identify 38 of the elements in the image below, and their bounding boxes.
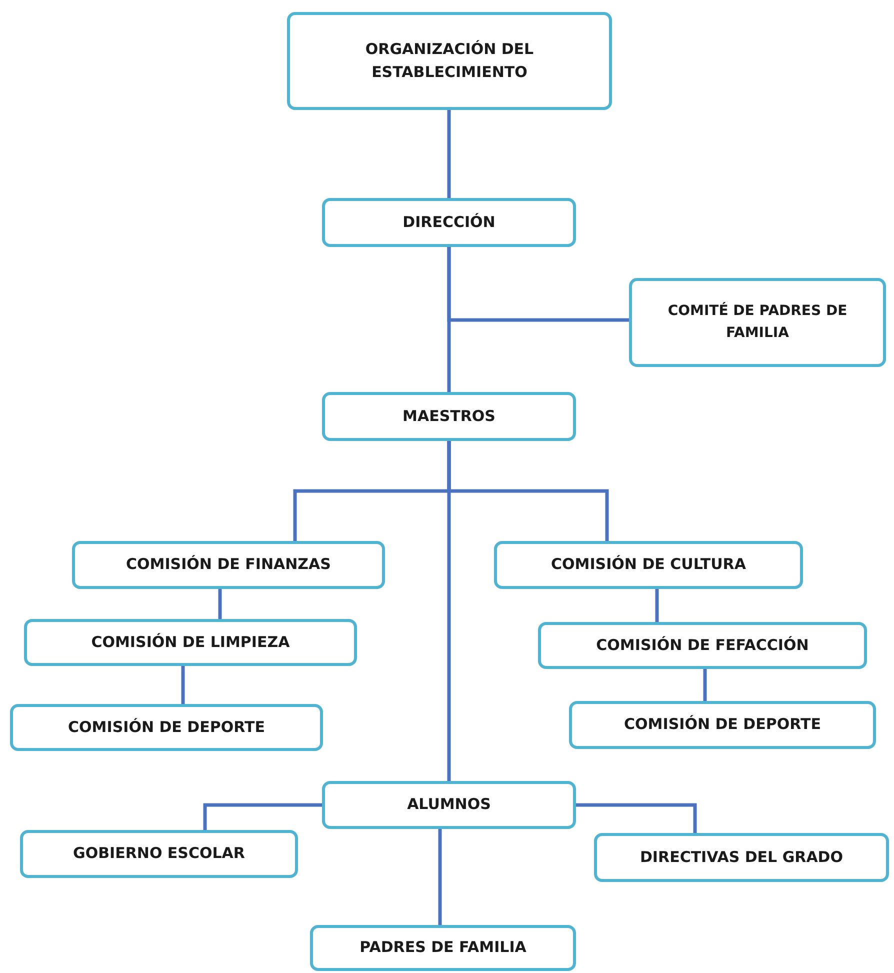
connector-line [447,247,629,322]
connector-line [447,110,451,198]
box-label: ORGANIZACIÓN DEL ESTABLECIMIENTO [364,38,535,83]
box-label: COMISIÓN DE DEPORTE [624,714,821,736]
box-label: COMISIÓN DE CULTURA [551,554,746,576]
org-box [494,541,803,589]
connector-line [447,441,451,781]
box-label: GOBIERNO ESCOLAR [73,843,245,864]
box-label: COMITÉ DE PADRES DE FAMILIA [666,301,848,342]
box-label: DIRECCIÓN [402,212,496,233]
org-box [594,833,889,882]
org-box [10,704,323,751]
org-box [24,619,357,666]
box-label: MAESTROS [402,406,496,427]
org-box [287,12,612,110]
box-label: COMISIÓN DE FINANZAS [126,554,331,576]
box-label: COMISIÓN DE DEPORTE [68,716,265,738]
org-box [310,925,576,971]
org-box [629,278,886,367]
connector-line [203,803,322,830]
org-box [322,781,576,829]
connector-line [655,589,659,622]
connector-line [438,829,442,925]
org-box [569,701,876,749]
org-box [20,830,298,878]
box-label: DIRECTIVAS DEL GRADO [640,846,844,868]
org-box [538,622,867,669]
box-label: PADRES DE FAMILIA [360,937,526,958]
box-label: COMISIÓN DE LIMPIEZA [91,632,290,653]
org-box [322,392,576,441]
connector-line [218,589,222,619]
connector-line [703,669,707,701]
org-box [322,198,576,247]
box-label: COMISIÓN DE FEFACCIÓN [596,634,809,656]
connector-line [181,666,185,704]
box-label: ALUMNOS [407,794,491,816]
org-box [72,541,385,589]
connector-line [576,803,697,833]
